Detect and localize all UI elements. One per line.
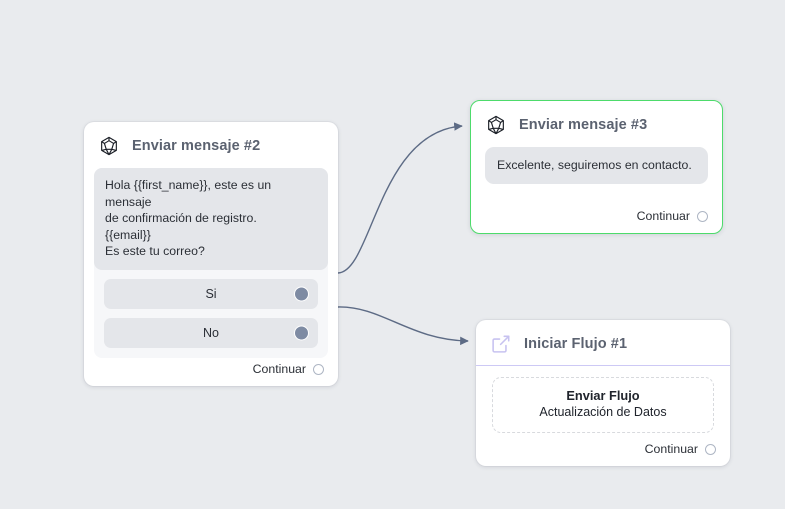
edge-no-to-flujo1 xyxy=(337,306,469,346)
node-title: Iniciar Flujo #1 xyxy=(524,336,628,352)
choice-label: No xyxy=(203,325,219,340)
edge-si-to-mensaje3 xyxy=(337,122,463,274)
continue-label: Continuar xyxy=(644,442,698,456)
continue-port[interactable] xyxy=(705,443,716,455)
flow-action-title: Enviar Flujo xyxy=(566,388,640,403)
flow-action-subtitle: Actualización de Datos xyxy=(539,405,667,419)
choice-label: Si xyxy=(205,286,217,301)
node-header: Iniciar Flujo #1 xyxy=(476,320,730,366)
message-panel: Hola {{first_name}}, este es un mensaje … xyxy=(94,168,328,358)
node-footer: Continuar xyxy=(645,442,730,456)
node-enviar-mensaje-2[interactable]: Enviar mensaje #2 Hola {{first_name}}, e… xyxy=(84,122,338,386)
node-iniciar-flujo-1[interactable]: Iniciar Flujo #1 Enviar Flujo Actualizac… xyxy=(476,320,730,466)
message-bubble: Hola {{first_name}}, este es un mensaje … xyxy=(94,168,328,270)
node-footer: Continuar xyxy=(253,362,338,376)
message-panel: Excelente, seguiremos en contacto. xyxy=(471,147,722,184)
node-title: Enviar mensaje #2 xyxy=(132,138,261,154)
message-bubble: Excelente, seguiremos en contacto. xyxy=(485,147,708,184)
node-title: Enviar mensaje #3 xyxy=(519,117,648,133)
node-footer: Continuar xyxy=(637,209,722,223)
continue-label: Continuar xyxy=(252,362,306,376)
node-enviar-mensaje-3[interactable]: Enviar mensaje #3 Excelente, seguiremos … xyxy=(470,100,723,234)
continue-label: Continuar xyxy=(636,209,690,223)
external-link-icon xyxy=(490,333,512,355)
flow-action-box[interactable]: Enviar Flujo Actualización de Datos xyxy=(492,377,714,433)
node-header: Enviar mensaje #2 xyxy=(84,122,338,168)
polyhedron-icon xyxy=(485,114,507,136)
continue-port[interactable] xyxy=(313,363,324,375)
choice-port-si[interactable] xyxy=(294,286,309,301)
choice-button-si[interactable]: Si xyxy=(104,278,318,309)
choice-button-no[interactable]: No xyxy=(104,317,318,348)
choice-port-no[interactable] xyxy=(294,325,309,340)
node-header: Enviar mensaje #3 xyxy=(471,101,722,147)
continue-port[interactable] xyxy=(697,210,708,222)
polyhedron-icon xyxy=(98,135,120,157)
